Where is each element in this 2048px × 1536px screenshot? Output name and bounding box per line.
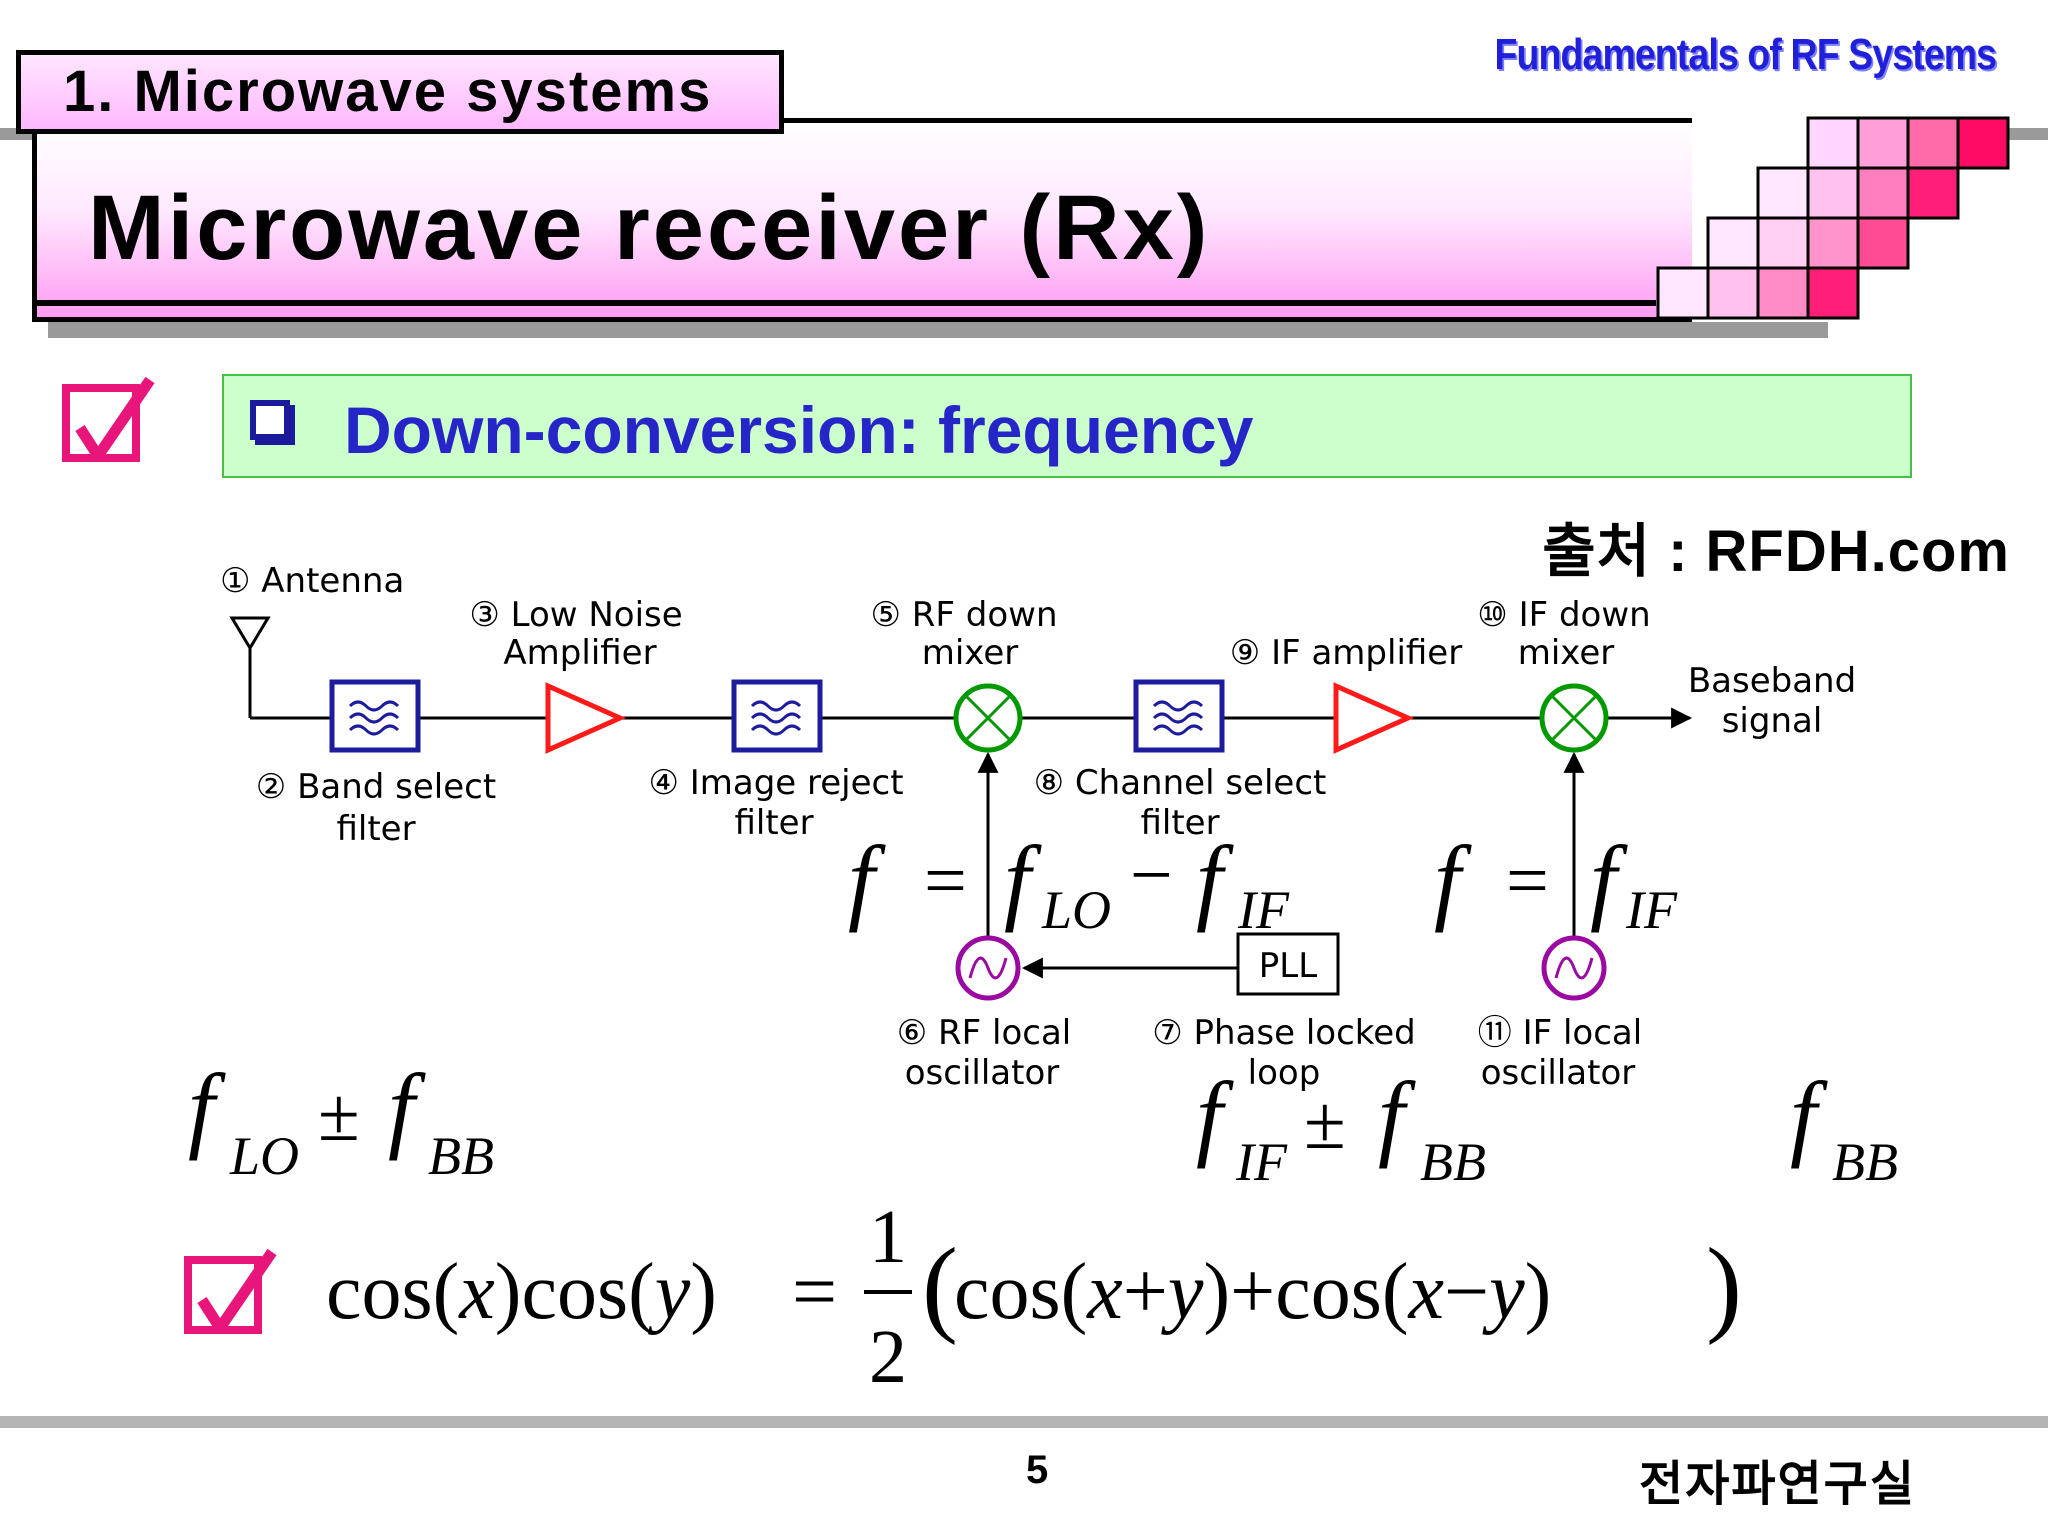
svg-text:−: − (1130, 833, 1173, 917)
label-rf-mixer-1: ⑤ RF down (870, 595, 1057, 635)
title-shadow (48, 322, 1828, 338)
svg-text:f: f (188, 1054, 226, 1161)
page-number: 5 (1026, 1448, 1049, 1492)
svg-text:f: f (1434, 826, 1472, 933)
svg-text:): ) (1706, 1227, 1742, 1346)
title-underline (36, 300, 1656, 306)
brand-title: Fundamentals of RF Systems (1494, 30, 1996, 79)
svg-text:2: 2 (869, 1315, 907, 1399)
low-noise-amplifier-icon (545, 682, 627, 754)
slide-title: Microwave receiver (Rx) (88, 177, 1211, 279)
label-lna-1: ③ Low Noise (469, 595, 682, 635)
label-image-filter-1: ④ Image reject (648, 763, 903, 803)
channel-select-filter-icon (1133, 679, 1225, 753)
label-baseband-2: signal (1722, 701, 1823, 741)
label-if-lo-2: oscillator (1481, 1053, 1636, 1093)
topic-bar (222, 374, 1912, 478)
svg-text:BB: BB (1832, 1132, 1898, 1192)
svg-text:±: ± (1304, 1081, 1346, 1165)
svg-text:cos(x)cos(y): cos(x)cos(y) (326, 1248, 717, 1336)
svg-text:=: = (1506, 839, 1549, 923)
svg-text:=: = (924, 839, 967, 923)
equation-baseband: f BB (1790, 1062, 1898, 1192)
footer-rule (0, 1416, 2048, 1428)
section-tab: 1. Microwave systems (16, 50, 784, 134)
equation-if-lo-frequency: f = f IF (1434, 826, 1678, 940)
svg-text:±: ± (318, 1073, 360, 1157)
decorative-grid-icon (1656, 116, 2010, 320)
svg-text:f: f (1590, 826, 1628, 933)
svg-text:f: f (1378, 1062, 1416, 1169)
signal-path (248, 640, 1693, 979)
label-rf-lo-2: oscillator (905, 1053, 1060, 1093)
svg-text:1: 1 (869, 1195, 907, 1279)
antenna-icon (229, 616, 271, 651)
svg-text:IF: IF (1625, 880, 1678, 940)
square-bullet-icon (250, 400, 290, 440)
receiver-block-diagram: PLL ① Antenna ② Band select filter ③ Low… (188, 561, 1898, 1399)
label-image-filter-2: filter (734, 803, 813, 843)
if-mixer-icon (1539, 683, 1609, 753)
source-credit: 출처 : RFDH.com (1542, 519, 2010, 584)
svg-text:=: = (792, 1248, 837, 1336)
rf-local-oscillator-icon (955, 935, 1021, 1001)
label-if-mixer-2: mixer (1518, 633, 1615, 673)
svg-text:f: f (848, 826, 886, 933)
checkbox-checked-icon (62, 376, 155, 462)
label-pll-1: ⑦ Phase locked (1152, 1013, 1416, 1053)
svg-text:f: f (388, 1054, 426, 1161)
svg-text:IF: IF (1235, 1132, 1288, 1192)
svg-text:LO: LO (1041, 880, 1111, 940)
label-lna-2: Amplifier (503, 633, 656, 673)
title-panel (32, 118, 1692, 322)
topic-text: Down-conversion: frequency (344, 393, 1254, 467)
equation-rf-input: f LO ± f BB (188, 1054, 494, 1186)
label-if-mixer-1: ⑩ IF down (1477, 595, 1650, 635)
svg-text:f: f (1790, 1062, 1828, 1169)
label-channel-filter-2: filter (1140, 803, 1219, 843)
svg-text:BB: BB (1420, 1132, 1486, 1192)
equation-product-identity: cos(x)cos(y) = 1 2 ( cos(x+y)+cos(x−y) ) (326, 1195, 1742, 1399)
pll-box (1236, 932, 1340, 996)
equation-rf-lo-frequency: f = f LO − f IF (848, 826, 1290, 940)
svg-text:BB: BB (428, 1126, 494, 1186)
label-rf-lo-1: ⑥ RF local (897, 1013, 1072, 1053)
label-if-amp: ⑨ IF amplifier (1230, 633, 1462, 673)
label-band-filter-1: ② Band select (256, 767, 496, 807)
label-pll-2: loop (1248, 1053, 1321, 1093)
svg-text:IF: IF (1237, 880, 1290, 940)
svg-text:cos(x+y)+cos(x−y): cos(x+y)+cos(x−y) (954, 1248, 1551, 1336)
label-rf-mixer-2: mixer (922, 633, 1019, 673)
equation-if-output: f IF ± f BB (1196, 1062, 1486, 1192)
if-local-oscillator-icon (1541, 935, 1607, 1001)
rf-mixer-icon (953, 683, 1023, 753)
label-band-filter-2: filter (336, 809, 415, 849)
checkbox-checked-icon (184, 1248, 277, 1334)
check-mark-icon (197, 1248, 277, 1334)
pll-label: PLL (1259, 946, 1317, 986)
svg-text:f: f (1004, 826, 1042, 933)
label-if-lo-1: ⑪ IF local (1478, 1013, 1642, 1053)
svg-text:LO: LO (229, 1126, 299, 1186)
if-amplifier-icon (1333, 682, 1415, 754)
svg-text:(: ( (922, 1227, 958, 1346)
label-baseband-1: Baseband (1688, 661, 1856, 701)
svg-text:f: f (1196, 1062, 1234, 1169)
label-channel-filter-1: ⑧ Channel select (1034, 763, 1327, 803)
label-antenna: ① Antenna (220, 561, 404, 601)
check-mark-icon (75, 376, 155, 462)
band-select-filter-icon (329, 679, 421, 753)
lab-name: 전자파연구실 (1639, 1458, 1916, 1511)
svg-text:f: f (1196, 826, 1234, 933)
image-reject-filter-icon (731, 679, 823, 753)
